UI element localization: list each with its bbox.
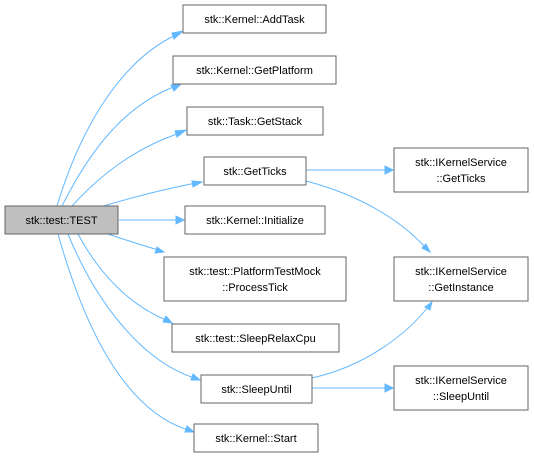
node-sleep-until[interactable]: stk::SleepUntil (200, 374, 313, 404)
node-initialize-label: stk::Kernel::Initialize (206, 215, 304, 227)
node-ikernel-get-ticks[interactable]: stk::IKernelService ::GetTicks (393, 147, 529, 193)
node-ikernel-get-instance[interactable]: stk::IKernelService ::GetInstance (393, 256, 529, 302)
node-ikernel-get-instance-label-line2: ::GetInstance (428, 282, 493, 294)
edge-test-to-get-stack (71, 129, 188, 207)
edge-sleep-until-to-ikernel-sleep-until (312, 383, 395, 393)
node-process-tick-label-line2: ::ProcessTick (222, 282, 288, 294)
edge-test-to-process-tick (104, 232, 166, 254)
node-sleep-relax-cpu[interactable]: stk::test::SleepRelaxCpu (171, 323, 340, 353)
node-start-label: stk::Kernel::Start (215, 433, 296, 445)
node-process-tick-label-line1: stk::test::PlatformTestMock (189, 266, 321, 278)
edge-sleep-until-to-ikernel-get-instance (311, 300, 433, 379)
node-get-ticks[interactable]: stk::GetTicks (203, 156, 307, 186)
node-ikernel-get-ticks-label-line2: ::GetTicks (436, 173, 486, 185)
edge-get-ticks-to-ikernel-get-instance (305, 180, 432, 254)
node-ikernel-sleep-until-label-line2: ::SleepUntil (433, 391, 489, 403)
node-process-tick[interactable]: stk::test::PlatformTestMock ::ProcessTic… (163, 256, 347, 302)
edge-test-to-add-task (56, 30, 185, 207)
node-get-ticks-label: stk::GetTicks (223, 166, 287, 178)
edge-test-to-sleep-until (67, 233, 202, 381)
node-start[interactable]: stk::Kernel::Start (193, 423, 319, 453)
node-test-label: stk::test::TEST (25, 215, 97, 227)
edge-test-to-get-ticks (99, 180, 204, 208)
node-add-task[interactable]: stk::Kernel::AddTask (182, 4, 327, 34)
node-ikernel-get-ticks-label-line1: stk::IKernelService (415, 157, 507, 169)
node-initialize[interactable]: stk::Kernel::Initialize (184, 205, 326, 235)
node-sleep-until-label: stk::SleepUntil (221, 384, 291, 396)
node-get-platform-label: stk::Kernel::GetPlatform (196, 65, 313, 77)
node-ikernel-sleep-until-label-line1: stk::IKernelService (415, 375, 507, 387)
node-sleep-relax-cpu-label: stk::test::SleepRelaxCpu (195, 333, 315, 345)
edge-test-to-sleep-relax-cpu (77, 233, 174, 324)
node-test: stk::test::TEST (4, 205, 119, 235)
node-get-stack[interactable]: stk::Task::GetStack (186, 106, 324, 136)
edge-test-to-initialize (119, 215, 186, 225)
edge-test-to-start (57, 233, 196, 433)
node-ikernel-get-instance-label-line1: stk::IKernelService (415, 266, 507, 278)
edge-get-ticks-to-ikernel-get-ticks (306, 165, 395, 175)
node-get-platform[interactable]: stk::Kernel::GetPlatform (172, 55, 337, 85)
node-get-stack-label: stk::Task::GetStack (208, 116, 303, 128)
node-add-task-label: stk::Kernel::AddTask (204, 14, 305, 26)
node-ikernel-sleep-until[interactable]: stk::IKernelService ::SleepUntil (393, 365, 529, 411)
